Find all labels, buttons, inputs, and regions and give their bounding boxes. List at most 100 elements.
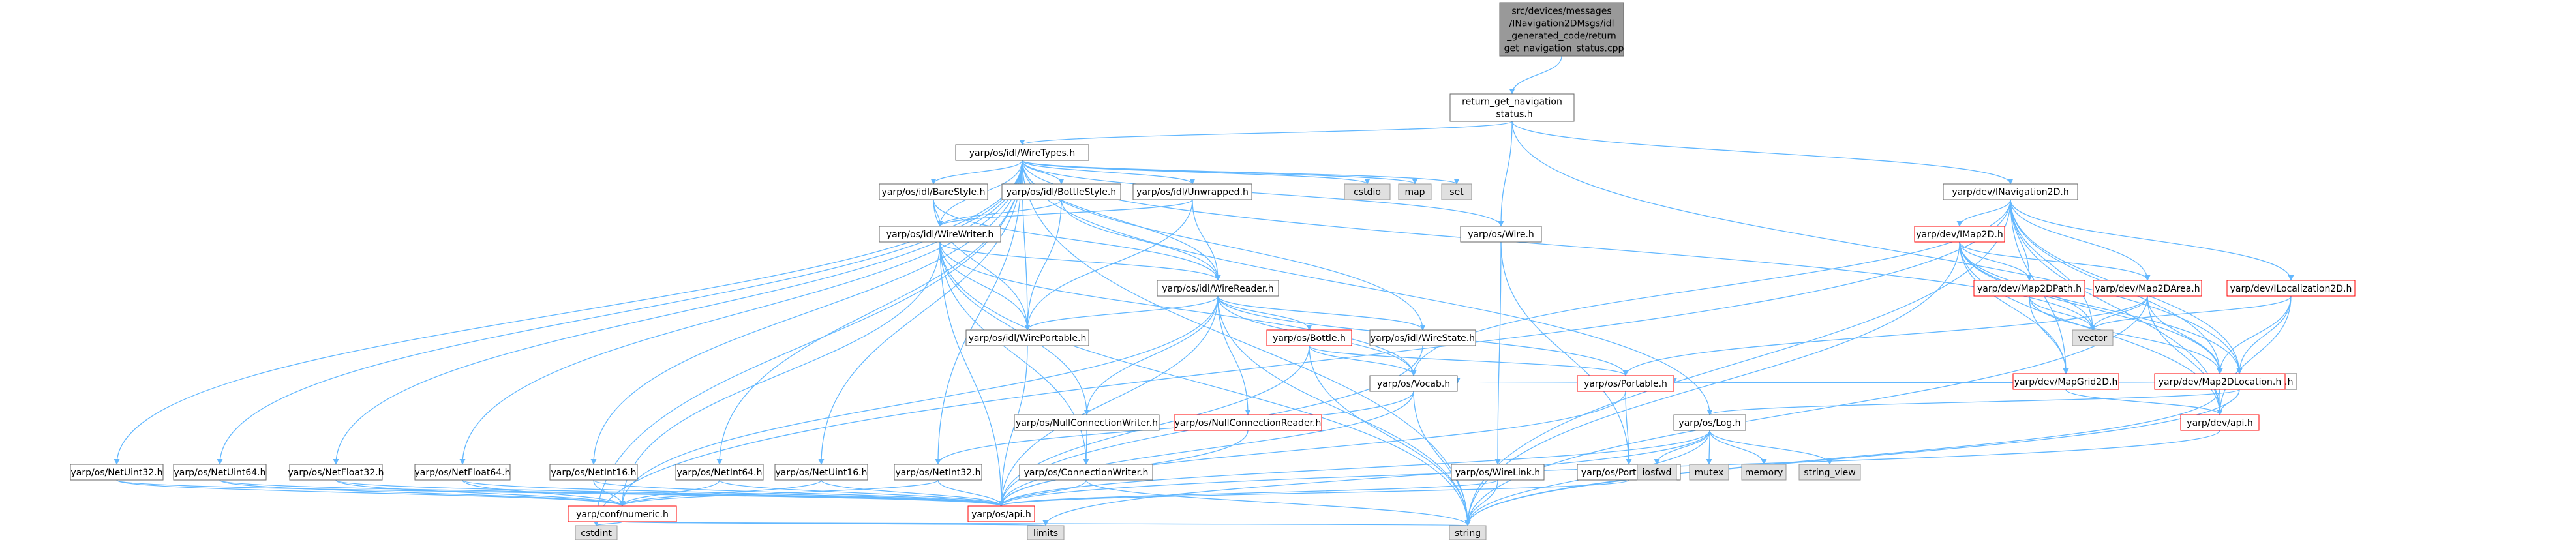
edge-retval-to-string [1464, 389, 2240, 526]
node-cstdio: cstdio [1344, 183, 1391, 200]
node-box-wirereader [1157, 280, 1279, 297]
edge-rgns-to-wiretypes [1019, 121, 1513, 145]
node-netuint32[interactable]: yarp/os/NetUint32.h [70, 464, 164, 481]
node-bottlestyle[interactable]: yarp/os/idl/BottleStyle.h [1001, 183, 1121, 200]
edge-bottlestyle-to-wireportable [1024, 199, 1062, 331]
edge-wirewriter-to-osapi [939, 241, 1005, 507]
node-netfloat64[interactable]: yarp/os/NetFloat64.h [414, 464, 511, 481]
edge-wiretypes-to-netfloat32 [333, 160, 1023, 465]
node-rgns[interactable]: return_get_navigation_status.h [1449, 93, 1575, 122]
node-netint32[interactable]: yarp/os/NetInt32.h [894, 464, 982, 481]
node-box-unwrapped [1132, 183, 1252, 200]
node-label-iloc2d-0: yarp/dev/ILocalization2D.h [2230, 284, 2352, 294]
node-wirewriter[interactable]: yarp/os/idl/WireWriter.h [879, 226, 1001, 243]
node-label-netuint32-0: yarp/os/NetUint32.h [70, 468, 162, 478]
node-label-wire-0: yarp/os/Wire.h [1468, 230, 1534, 240]
node-connwriter[interactable]: yarp/os/ConnectionWriter.h [1019, 464, 1153, 481]
node-inav[interactable]: yarp/dev/INavigation2D.h [1943, 183, 2078, 200]
node-iloc2d[interactable]: yarp/dev/ILocalization2D.h [2226, 280, 2356, 297]
edge-wirereader-to-wireportable [1024, 295, 1219, 331]
edge-netuint32-to-numeric [116, 479, 626, 507]
node-label-osapi-0: yarp/os/api.h [971, 509, 1031, 520]
node-box-inav [1943, 183, 2078, 200]
node-wirelink[interactable]: yarp/os/WireLink.h [1451, 464, 1545, 481]
node-vocab[interactable]: yarp/os/Vocab.h [1369, 375, 1458, 392]
node-label-map-0: map [1404, 187, 1425, 198]
edge-map2darea-to-map2dloc [2147, 295, 2223, 374]
node-devapi[interactable]: yarp/dev/api.h [2180, 414, 2260, 431]
edge-imap2d-to-string [1464, 241, 1960, 526]
edge-wirereader-to-nullcw [1083, 295, 1219, 415]
edge-bottle-to-string [1309, 345, 1471, 526]
node-root[interactable]: src/devices/messages/INavigation2DMsgs/i… [1499, 2, 1624, 57]
edge-log-to-string_view [1709, 430, 1833, 465]
edge-inav-to-string [1464, 199, 2011, 526]
edge-log-to-osapi [998, 430, 1710, 507]
node-box-bottle [1266, 329, 1352, 346]
node-box-wiretypes [955, 144, 1089, 161]
node-label-netint32-0: yarp/os/NetInt32.h [895, 468, 980, 478]
edge-wiretypes-to-netint16 [590, 160, 1023, 465]
node-netuint16[interactable]: yarp/os/NetUint16.h [774, 464, 868, 481]
edge-wirereader-to-bottle [1217, 295, 1312, 331]
node-box-wirewriter [879, 226, 1001, 243]
edge-wiretypes-to-netuint32 [114, 160, 1023, 465]
edge-wiretypes-to-unwrapped [1022, 160, 1196, 185]
node-box-wireportable [965, 329, 1089, 346]
node-netuint64[interactable]: yarp/os/NetUint64.h [173, 464, 267, 481]
node-box-log [1673, 414, 1746, 431]
node-box-devapi [2180, 414, 2260, 431]
node-string_view: string_view [1798, 464, 1861, 481]
node-portable[interactable]: yarp/os/Portable.h [1577, 375, 1674, 392]
edge-wiretypes-to-netuint64 [217, 160, 1023, 465]
node-label-netuint64-0: yarp/os/NetUint64.h [174, 468, 265, 478]
node-label-netfloat32-0: yarp/os/NetFloat32.h [288, 468, 384, 478]
node-wiretypes[interactable]: yarp/os/idl/WireTypes.h [955, 144, 1089, 161]
node-netint16[interactable]: yarp/os/NetInt16.h [549, 464, 638, 481]
edge-nullcw-to-connwriter [1083, 430, 1089, 465]
node-netfloat32[interactable]: yarp/os/NetFloat32.h [288, 464, 384, 481]
edge-inav-to-imap2d [1956, 199, 2011, 227]
node-nullcw[interactable]: yarp/os/NullConnectionWriter.h [1014, 414, 1160, 431]
node-wirereader[interactable]: yarp/os/idl/WireReader.h [1157, 280, 1279, 297]
node-barestyle[interactable]: yarp/os/idl/BareStyle.h [879, 183, 988, 200]
node-numeric[interactable]: yarp/conf/numeric.h [568, 505, 677, 522]
edge-rgns-to-retval [1511, 121, 2243, 374]
node-label-inav-0: yarp/dev/INavigation2D.h [1952, 187, 2068, 198]
node-box-barestyle [879, 183, 988, 200]
edge-wirereader-to-numeric [619, 295, 1219, 507]
node-map2dloc[interactable]: yarp/dev/Map2DLocation.h [2154, 373, 2286, 390]
edge-unwrapped-to-wireportable [1024, 199, 1193, 331]
node-bottle[interactable]: yarp/os/Bottle.h [1266, 329, 1352, 346]
node-label-netfloat64-0: yarp/os/NetFloat64.h [414, 468, 510, 478]
edge-vocab-to-string [1413, 391, 1471, 526]
node-map2darea[interactable]: yarp/dev/Map2DArea.h [2093, 280, 2202, 297]
node-wirestate[interactable]: yarp/os/idl/WireState.h [1369, 329, 1476, 346]
node-mapgrid2d[interactable]: yarp/dev/MapGrid2D.h [2012, 373, 2119, 390]
node-box-map2dpath [1973, 280, 2085, 297]
node-label-wirestate-0: yarp/os/idl/WireState.h [1371, 333, 1475, 344]
node-nullcr[interactable]: yarp/os/NullConnectionReader.h [1174, 414, 1322, 431]
edge-netuint16-to-osapi [821, 479, 1005, 507]
node-label-cstdio-0: cstdio [1354, 187, 1381, 198]
node-map2dpath[interactable]: yarp/dev/Map2DPath.h [1973, 280, 2085, 297]
node-label-wiretypes-0: yarp/os/idl/WireTypes.h [969, 148, 1075, 158]
node-wire[interactable]: yarp/os/Wire.h [1460, 226, 1542, 243]
edge-wirelink-to-osapi [998, 479, 1498, 507]
node-label-root-0: src/devices/messages [1511, 7, 1611, 17]
node-log[interactable]: yarp/os/Log.h [1673, 414, 1746, 431]
node-netint64[interactable]: yarp/os/NetInt64.h [675, 464, 764, 481]
node-box-map2darea [2093, 280, 2202, 297]
node-box-mutex [1689, 464, 1729, 481]
node-label-limits-0: limits [1033, 528, 1058, 539]
node-label-nullcr-0: yarp/os/NullConnectionReader.h [1175, 418, 1322, 428]
node-imap2d[interactable]: yarp/dev/IMap2D.h [1914, 226, 2005, 243]
edge-imap2d-to-map2dpath [1959, 241, 2033, 281]
node-osapi[interactable]: yarp/os/api.h [967, 505, 1035, 522]
node-label-vocab-0: yarp/os/Vocab.h [1377, 379, 1450, 389]
edge-wirewriter-to-vocab [939, 241, 1417, 376]
node-unwrapped[interactable]: yarp/os/idl/Unwrapped.h [1132, 183, 1252, 200]
node-wireportable[interactable]: yarp/os/idl/WirePortable.h [965, 329, 1089, 346]
edge-map2darea-to-vector [2089, 295, 2148, 331]
node-label-portable-0: yarp/os/Portable.h [1584, 379, 1667, 389]
